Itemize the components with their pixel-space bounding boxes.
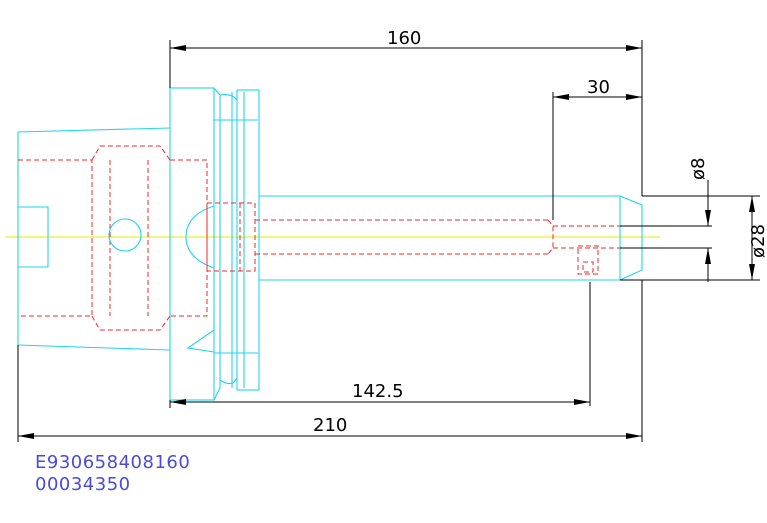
order-number: 00034350	[35, 474, 131, 495]
drive-hole	[108, 218, 142, 252]
dim-142-5-label: 142.5	[352, 381, 404, 402]
dim-bore-diameter-label: ø8	[688, 158, 709, 180]
dim-210-label: 210	[313, 415, 347, 436]
tool-outline	[17, 87, 643, 401]
dim-30-label: 30	[587, 77, 610, 98]
part-number: E930658408160	[35, 452, 191, 473]
dimension-lines	[17, 40, 760, 442]
hidden-lines	[18, 145, 620, 331]
dim-160-label: 160	[387, 28, 421, 49]
dim-outer-diameter-label: ø28	[748, 224, 767, 258]
